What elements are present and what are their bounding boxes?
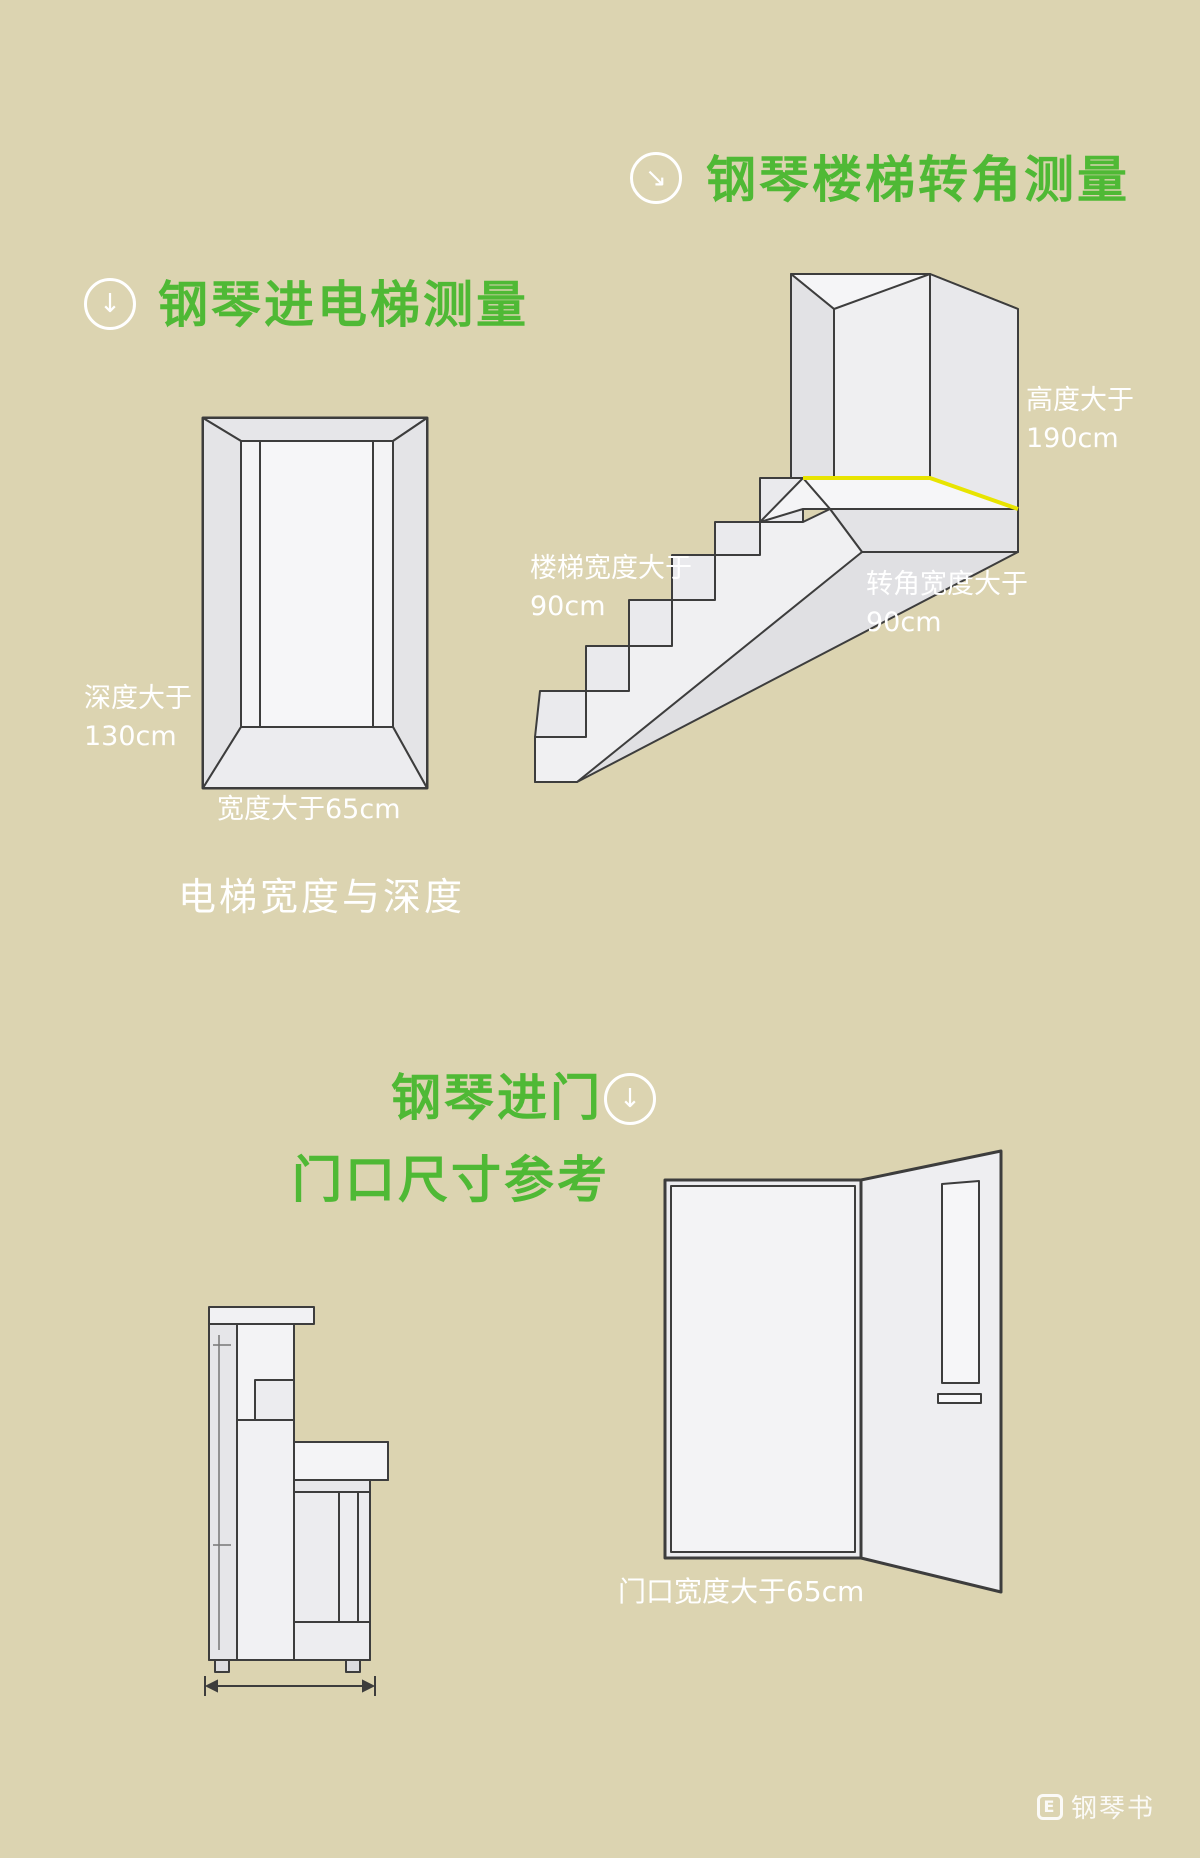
- stairs-heading: 钢琴楼梯转角测量: [706, 151, 1130, 209]
- corner-width-label: 转角宽度大于 90cm: [866, 569, 1028, 638]
- piano-width-dimension: [204, 1676, 376, 1696]
- arrow-down-icon: ↓: [84, 278, 136, 330]
- door-opening: [670, 1185, 856, 1553]
- door-handle: [937, 1393, 982, 1404]
- piano-foot-left: [214, 1659, 230, 1673]
- stair-width-label: 楼梯宽度大于 90cm: [530, 553, 692, 622]
- logo-icon: E: [1037, 1793, 1063, 1820]
- stair-base: [534, 508, 863, 783]
- door-heading-line1: 钢琴进门: [391, 1069, 603, 1127]
- door-heading-line2: 门口尺寸参考: [292, 1151, 610, 1209]
- piano-foot-right: [345, 1659, 361, 1673]
- door-width-label: 门口宽度大于65cm: [618, 1575, 865, 1608]
- watermark: E 钢琴书: [1037, 1788, 1155, 1825]
- arrow-down-icon: ↓: [604, 1073, 656, 1125]
- watermark-text: 钢琴书: [1071, 1794, 1156, 1824]
- elevator-inner-panel: [259, 440, 374, 728]
- corner-width-highlight: [803, 476, 1019, 511]
- elevator-width-label: 宽度大于65cm: [217, 794, 401, 825]
- height-label: 高度大于 190cm: [1026, 385, 1134, 454]
- elevator-heading: 钢琴进电梯测量: [158, 276, 529, 334]
- depth-label: 深度大于 130cm: [84, 683, 192, 752]
- piano-lower-front: [236, 1419, 295, 1661]
- door-window: [941, 1180, 980, 1384]
- arrow-down-right-icon: ↘: [630, 152, 682, 204]
- elevator-caption: 电梯宽度与深度: [178, 875, 466, 919]
